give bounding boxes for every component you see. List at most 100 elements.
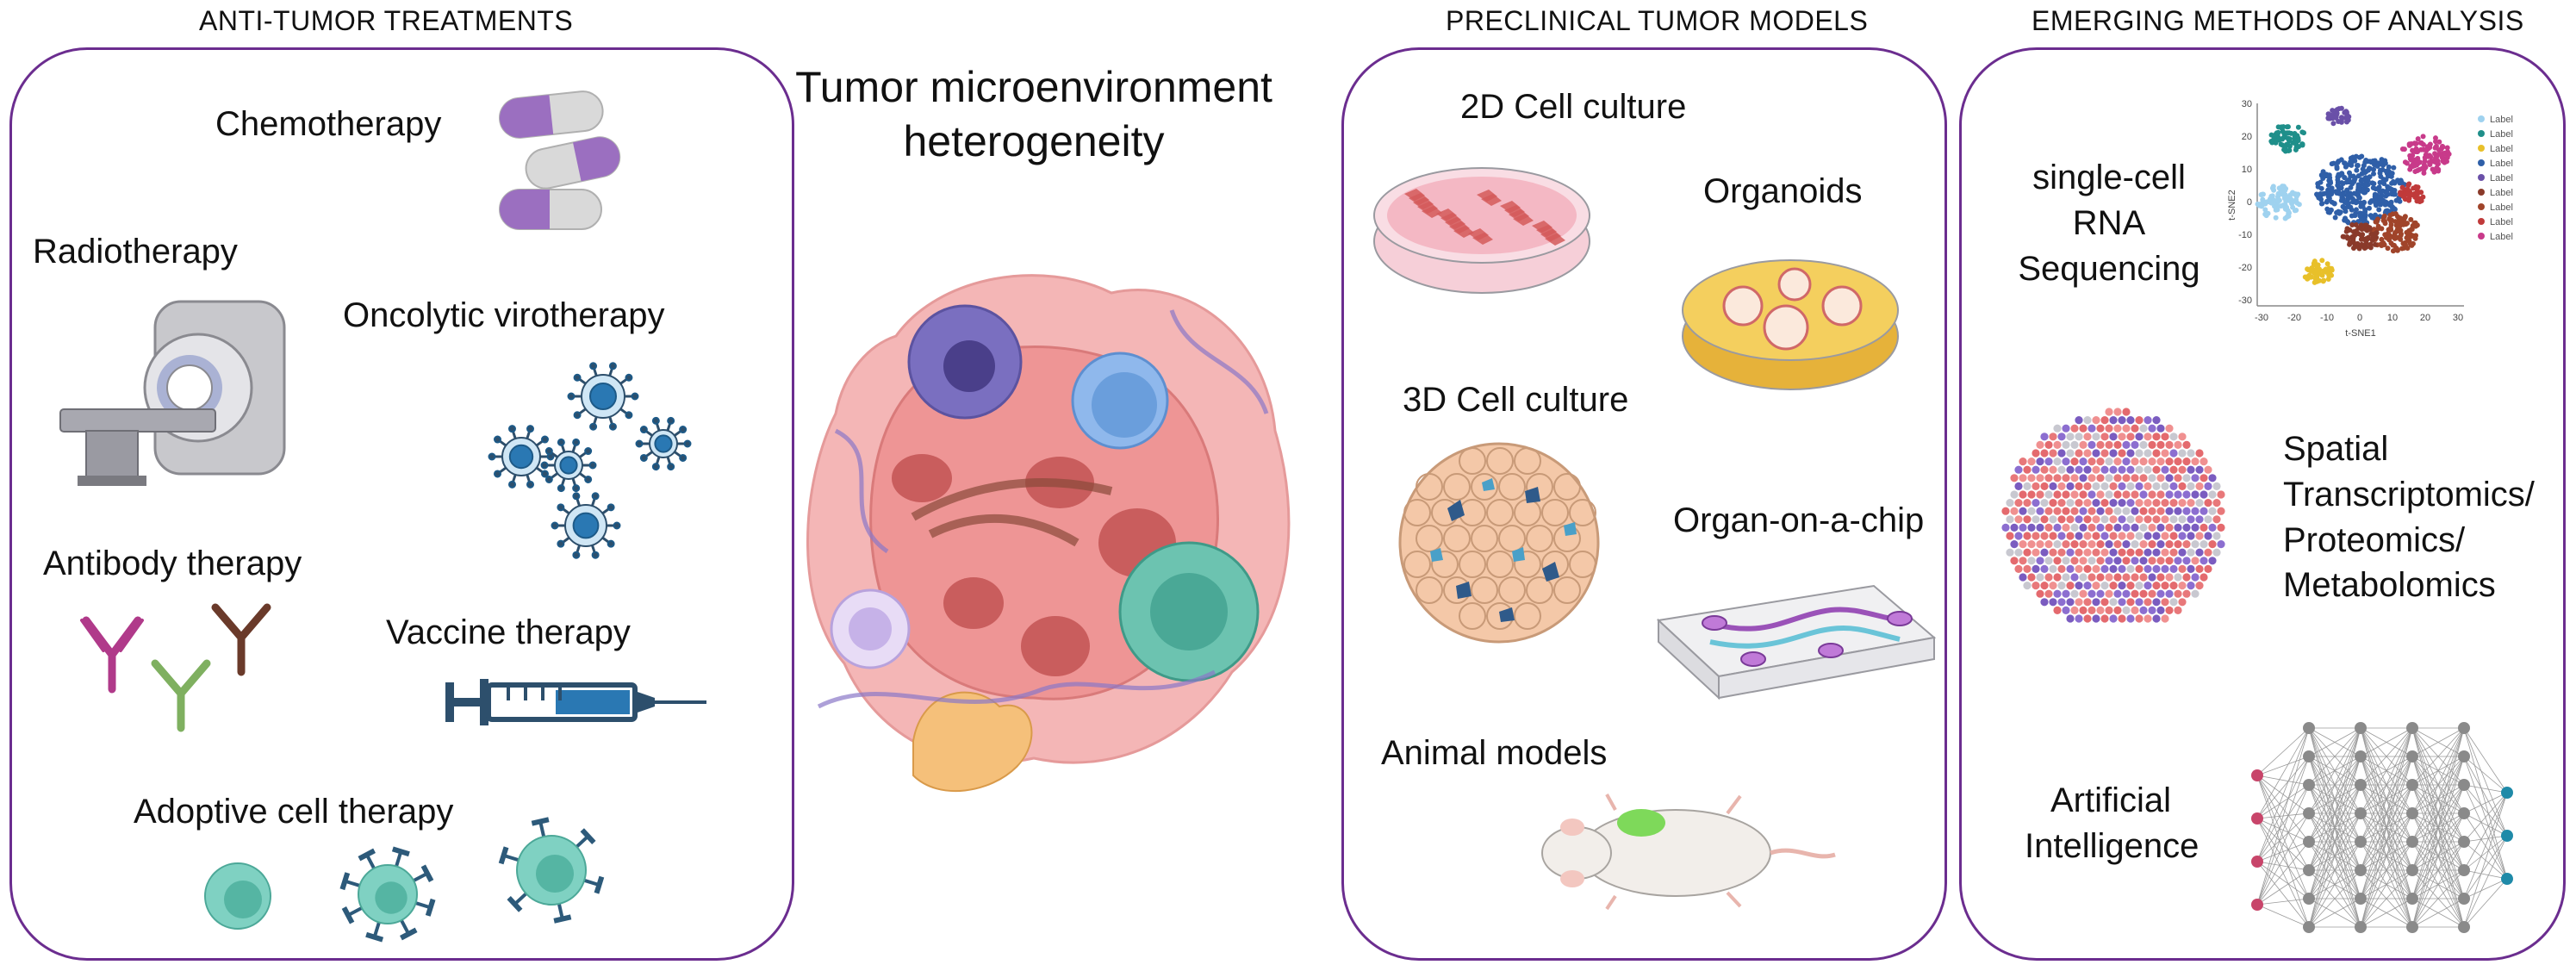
- tsne-legend-swatch: [2478, 189, 2485, 196]
- tsne-point: [2420, 134, 2426, 140]
- tsne-legend-label: Label: [2490, 144, 2513, 154]
- tsne-point: [2328, 207, 2334, 213]
- tsne-point: [2287, 147, 2293, 153]
- tsne-point: [2355, 163, 2361, 169]
- tsne-point: [2350, 245, 2356, 251]
- tsne-legend-swatch: [2478, 130, 2485, 137]
- tsne-point: [2387, 225, 2393, 231]
- tsne-ytick: 10: [2242, 165, 2252, 175]
- tsne-point: [2330, 121, 2336, 127]
- tsne-point: [2326, 173, 2332, 179]
- tsne-point: [2446, 151, 2452, 157]
- panel-anti-tumor: [9, 47, 794, 961]
- label-animal-models: Animal models: [1381, 734, 1608, 772]
- tsne-point: [2275, 192, 2281, 198]
- label-scrna: single-cell RNA Sequencing: [2014, 155, 2204, 291]
- tsne-point: [2347, 190, 2353, 196]
- tsne-point: [2424, 144, 2430, 150]
- tsne-point: [2375, 223, 2381, 229]
- tsne-point: [2295, 124, 2301, 130]
- tsne-point: [2444, 145, 2450, 151]
- tsne-legend-label: Label: [2490, 202, 2513, 213]
- tsne-point: [2436, 147, 2442, 153]
- tsne-point: [2273, 215, 2279, 221]
- tsne-point: [2387, 201, 2393, 207]
- tsne-point: [2359, 226, 2365, 232]
- tsne-point: [2343, 209, 2349, 215]
- tsne-point: [2280, 135, 2287, 141]
- tsne-point: [2342, 217, 2348, 223]
- tsne-xlabel: t-SNE1: [2345, 328, 2375, 339]
- tsne-ytick: -10: [2238, 230, 2252, 240]
- tsne-point: [2267, 196, 2273, 202]
- tsne-point: [2336, 190, 2343, 196]
- tsne-point: [2392, 187, 2398, 193]
- tsne-point: [2421, 170, 2427, 176]
- tsne-point: [2436, 139, 2442, 145]
- label-ai-line2: Intelligence: [2025, 826, 2200, 865]
- tsne-point: [2381, 213, 2387, 219]
- radiotherapy-machine-icon: [59, 300, 286, 486]
- tsne-point: [2377, 194, 2383, 200]
- tsne-point: [2362, 190, 2368, 196]
- t-cells-icon: [204, 817, 605, 943]
- center-title-line1: Tumor microenvironment: [795, 63, 1272, 111]
- tsne-point: [2307, 268, 2313, 274]
- tsne-point: [2343, 228, 2349, 234]
- tsne-xtick: 0: [2357, 313, 2362, 323]
- tsne-point: [2340, 181, 2346, 187]
- tsne-point: [2379, 236, 2385, 242]
- tsne-point: [2391, 165, 2397, 171]
- tsne-point: [2362, 159, 2368, 165]
- tsne-point: [2268, 132, 2274, 138]
- tsne-point: [2268, 139, 2274, 145]
- tsne-point: [2353, 200, 2359, 206]
- tsne-point: [2338, 119, 2344, 125]
- tsne-point: [2343, 115, 2349, 121]
- tsne-point: [2355, 185, 2361, 191]
- tsne-point: [2281, 185, 2287, 191]
- tsne-point: [2434, 165, 2440, 171]
- tsne-point: [2401, 146, 2407, 152]
- tsne-point: [2386, 185, 2392, 191]
- tsne-legend-label: Label: [2490, 232, 2513, 242]
- header-emerging: EMERGING METHODS OF ANALYSIS: [2032, 5, 2524, 36]
- tsne-point: [2377, 179, 2383, 185]
- tsne-point: [2324, 261, 2330, 267]
- tsne-ylabel: t-SNE2: [2227, 190, 2237, 220]
- tsne-point: [2299, 129, 2305, 135]
- tsne-xtick: -20: [2287, 313, 2301, 323]
- tsne-point: [2335, 159, 2341, 165]
- tsne-point: [2358, 232, 2364, 238]
- tsne-legend-label: Label: [2490, 115, 2513, 125]
- tsne-legend-label: Label: [2490, 188, 2513, 198]
- tsne-point: [2374, 234, 2380, 240]
- tsne-point: [2419, 165, 2425, 171]
- tsne-point: [2282, 215, 2288, 221]
- label-3d-culture: 3D Cell culture: [1403, 381, 1629, 419]
- tsne-point: [2374, 216, 2380, 222]
- label-ai: Artificial Intelligence: [2025, 778, 2200, 869]
- tsne-point: [2358, 200, 2364, 206]
- tsne-point: [2390, 233, 2396, 240]
- tsne-point: [2439, 143, 2445, 149]
- tsne-point: [2414, 162, 2420, 168]
- tsne-point: [2399, 246, 2405, 252]
- tsne-point: [2318, 179, 2324, 185]
- tsne-point: [2315, 184, 2321, 190]
- label-spatial-line3: Proteomics/: [2283, 520, 2466, 559]
- tsne-point: [2408, 154, 2414, 160]
- center-title: Tumor microenvironment heterogeneity: [771, 60, 1297, 168]
- tsne-point: [2394, 220, 2400, 226]
- tsne-point: [2268, 200, 2274, 206]
- tsne-point: [2312, 279, 2318, 285]
- tsne-legend-swatch: [2478, 159, 2485, 166]
- tsne-point: [2296, 202, 2302, 208]
- tsne-point: [2296, 144, 2302, 150]
- tsne-point: [2367, 174, 2373, 180]
- tsne-legend-label: Label: [2490, 159, 2513, 169]
- tsne-point: [2415, 136, 2421, 142]
- tsne-point: [2400, 193, 2406, 199]
- tsne-ytick: 20: [2242, 132, 2252, 142]
